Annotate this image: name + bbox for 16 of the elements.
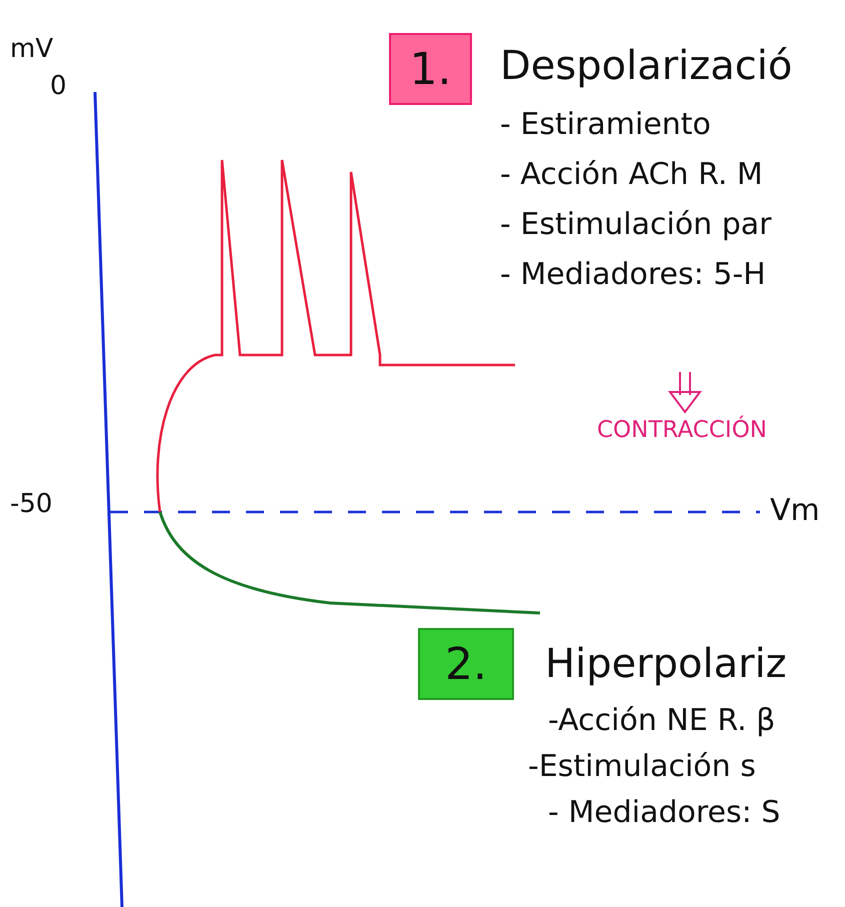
- heading: Hiperpolariz: [545, 642, 787, 686]
- list-item: - Acción ACh R. M: [500, 158, 763, 191]
- list-item: - Estiramiento: [500, 108, 711, 141]
- number-badge: 2.: [418, 628, 514, 700]
- tick-label: -50: [10, 490, 52, 519]
- heading: Despolarizació: [500, 44, 792, 88]
- list-item: - Mediadores: S: [548, 796, 780, 829]
- axis-unit-label: mV: [10, 35, 54, 64]
- tick-label: 0: [50, 72, 67, 101]
- line-label: Vm: [770, 494, 820, 527]
- list-item: -Estimulación s: [528, 750, 756, 783]
- list-item: -Acción NE R. β: [548, 704, 776, 737]
- number-badge: 1.: [389, 33, 472, 105]
- list-item: - Mediadores: 5-H: [500, 258, 766, 291]
- annotation-label: CONTRACCIÓN: [597, 418, 768, 444]
- list-item: - Estimulación par: [500, 208, 772, 241]
